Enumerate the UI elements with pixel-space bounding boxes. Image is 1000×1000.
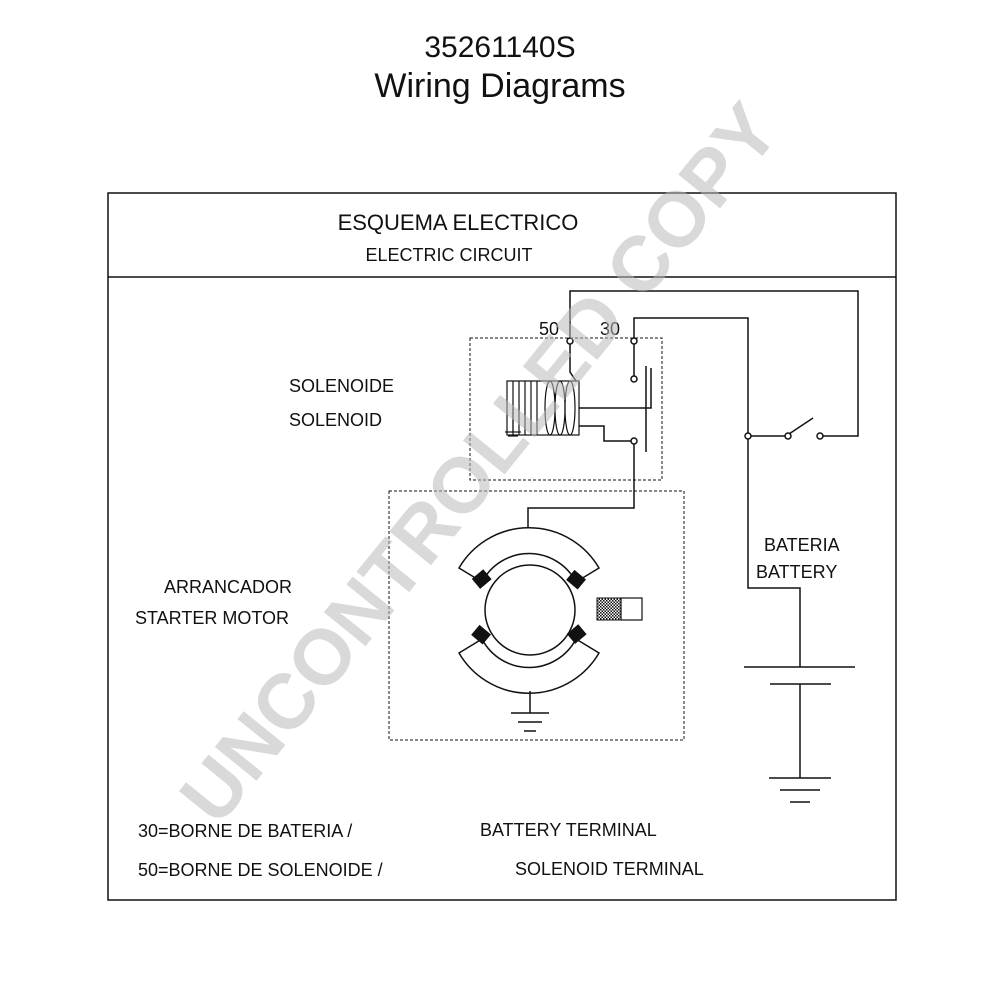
starter-label-en: STARTER MOTOR [135, 608, 289, 628]
solenoid-housing [469, 337, 663, 481]
battery-label-es: BATERIA [764, 535, 840, 555]
frame-title-en: ELECTRIC CIRCUIT [365, 245, 532, 265]
motor-field-upper [457, 527, 601, 584]
starter-motor-housing [388, 490, 685, 741]
solenoid-contact-lower [630, 437, 638, 445]
starter-motor [388, 444, 685, 741]
diagram-frame [107, 192, 897, 901]
legend-terminal-50-es: 50=BORNE DE SOLENOIDE / [138, 860, 383, 880]
page-header: 35261140S Wiring Diagrams [0, 30, 1000, 106]
control-wiring [569, 290, 859, 667]
starter-label-es: ARRANCADOR [164, 577, 292, 597]
motor-brush-3 [471, 624, 491, 645]
ignition-switch [744, 417, 824, 440]
motor-field-lower [457, 637, 601, 694]
part-number: 35261140S [424, 31, 576, 64]
battery [744, 666, 855, 803]
uncontrolled-copy-watermark: UNCONTROLLED COPY [163, 87, 796, 839]
motor-pinion-plain [620, 597, 643, 621]
solenoid-contact-upper [630, 375, 638, 383]
motor-armature [484, 564, 576, 656]
motor-brush-4 [566, 624, 587, 644]
motor-ground-icon [511, 691, 549, 732]
legend-terminal-50-en: SOLENOID TERMINAL [515, 859, 704, 879]
motor-brush-1 [471, 569, 492, 589]
solenoid-label-en: SOLENOID [289, 410, 382, 430]
legend-terminal-30-es: 30=BORNE DE BATERIA / [138, 821, 352, 841]
frame-title-es: ESQUEMA ELECTRICO [338, 210, 579, 235]
document-title: Wiring Diagrams [374, 67, 626, 105]
motor-pinion-shaded [596, 597, 622, 621]
solenoid-coil-windings [512, 380, 576, 436]
terminal-50-label: 50 [539, 319, 559, 339]
terminal-30-label: 30 [600, 319, 620, 339]
solenoid [469, 337, 663, 481]
solenoid-ground-icon [505, 408, 521, 437]
legend-terminal-30-en: BATTERY TERMINAL [480, 820, 657, 840]
solenoid-label-es: SOLENOIDE [289, 376, 394, 396]
battery-label-en: BATTERY [756, 562, 837, 582]
battery-ground-icon [769, 777, 831, 803]
motor-brush-2 [566, 569, 586, 590]
